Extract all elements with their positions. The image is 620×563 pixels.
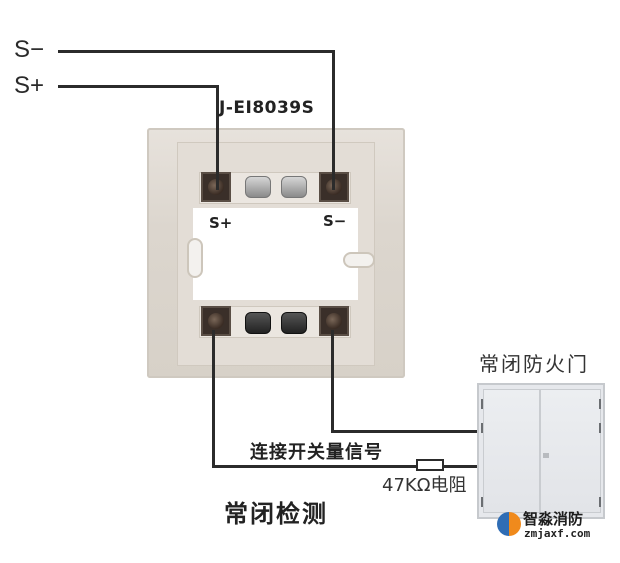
metal-clip-icon (245, 176, 271, 198)
terminal-screw-bottom-left (201, 306, 231, 336)
s-minus-label: S− (14, 36, 45, 63)
door-hinge (599, 399, 601, 409)
watermark-logo: 智淼消防 zmjaxf.com (497, 508, 617, 542)
detection-mode-title: 常闭检测 (224, 500, 328, 528)
wire-bottom-left-vertical (212, 330, 215, 468)
resistor-icon (416, 459, 444, 471)
metal-clip-icon (245, 312, 271, 334)
wire-s-plus-vertical (216, 85, 219, 190)
watermark-url: zmjaxf.com (524, 527, 591, 540)
resistor-label: 47KΩ电阻 (382, 475, 467, 496)
wire-bottom-right-horizontal (331, 430, 479, 433)
brand-logo-icon (497, 512, 521, 536)
mounting-slot-left (187, 238, 203, 278)
fire-door-icon (477, 383, 605, 519)
wire-bottom-right-vertical (331, 330, 334, 432)
door-leaf-left (483, 389, 540, 513)
door-leaf-right (540, 389, 601, 513)
metal-clip-icon (281, 176, 307, 198)
watermark-name: 智淼消防 (523, 510, 584, 528)
wire-s-plus-horizontal (58, 85, 219, 88)
metal-clip-icon (281, 312, 307, 334)
door-hinge (599, 497, 601, 507)
door-hinge (481, 423, 483, 433)
door-hinge (599, 423, 601, 433)
terminal-label-s-minus: S− (323, 212, 347, 230)
terminal-screw-bottom-right (319, 306, 349, 336)
wire-bottom-left-horizontal (212, 465, 479, 468)
wire-s-minus-horizontal (58, 50, 335, 53)
s-plus-label: S+ (14, 72, 45, 99)
module-base-plate: S+ S− (147, 128, 405, 378)
module-label-plate: S+ S− (193, 208, 358, 300)
wire-s-minus-vertical (332, 50, 335, 190)
door-handle (543, 453, 549, 458)
door-hinge (481, 399, 483, 409)
fire-door-title: 常闭防火门 (479, 352, 589, 376)
module-model-label: J-EI8039S (219, 98, 315, 118)
terminal-label-s-plus: S+ (209, 214, 233, 232)
mounting-slot-right (343, 252, 375, 268)
door-hinge (481, 497, 483, 507)
switch-signal-label: 连接开关量信号 (250, 442, 383, 463)
